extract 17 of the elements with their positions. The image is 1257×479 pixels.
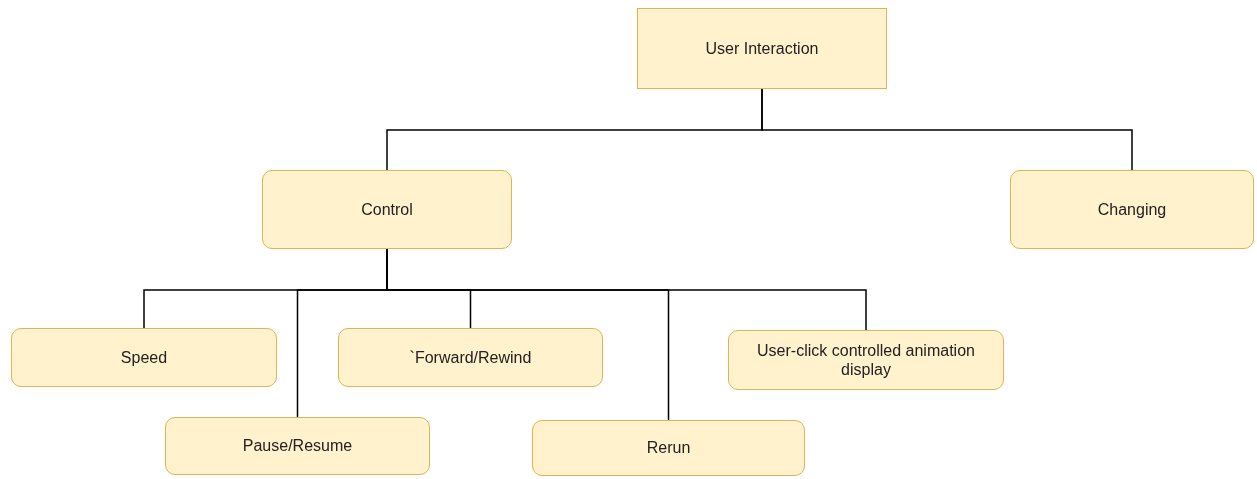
process-box: [728, 330, 1004, 390]
process-box: [262, 170, 512, 249]
process-box: [11, 328, 277, 387]
box-label: User-click controlled animation display: [756, 340, 976, 380]
box-label: `Forward/Rewind: [409, 347, 532, 368]
process-box: [165, 417, 430, 475]
process-box: [532, 420, 805, 476]
box-label: Speed: [120, 347, 168, 368]
process-box: [1010, 170, 1254, 249]
box-label: Control: [361, 199, 413, 220]
process-box: [637, 8, 887, 89]
box-label: Rerun: [646, 438, 691, 458]
box-label: User Interaction: [705, 38, 819, 59]
box-label: Changing: [1097, 199, 1167, 220]
box-label: Pause/Resume: [242, 436, 353, 456]
connector-line: [761, 88, 1133, 171]
process-box: [338, 328, 603, 387]
